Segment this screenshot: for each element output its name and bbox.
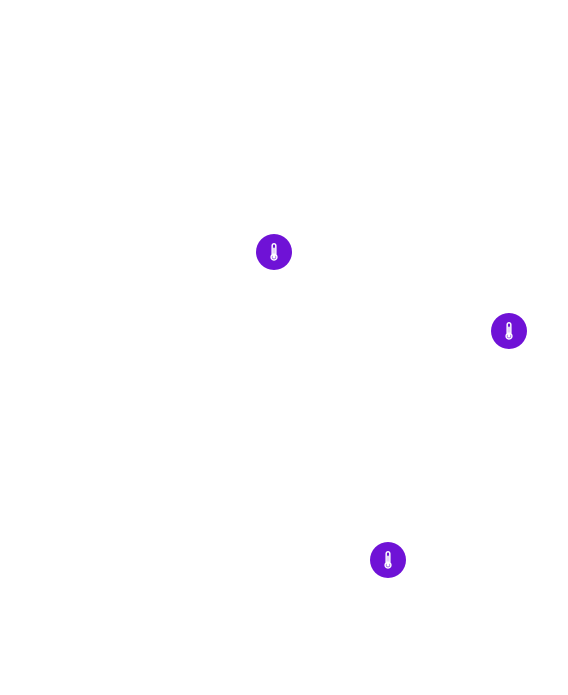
thermometer-icon — [263, 241, 285, 263]
map-marker-thermometer[interactable] — [491, 313, 527, 349]
thermometer-icon — [498, 320, 520, 342]
map-marker-thermometer[interactable] — [256, 234, 292, 270]
map-marker-thermometer[interactable] — [370, 542, 406, 578]
thermometer-icon — [377, 549, 399, 571]
